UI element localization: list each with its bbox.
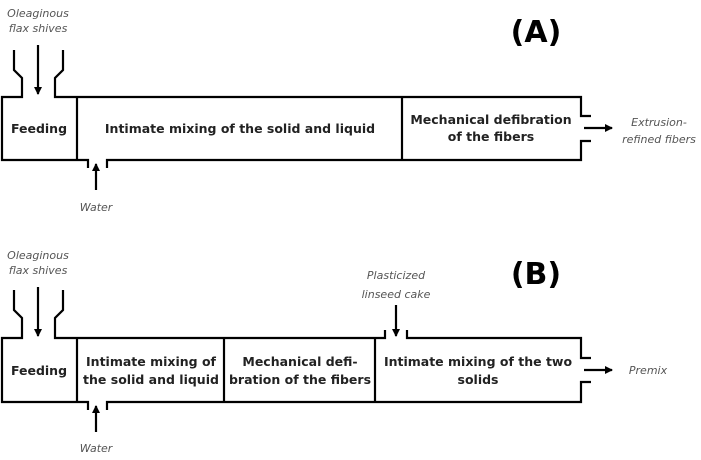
- step-defibration-line1: Mechanical defibration: [410, 112, 571, 127]
- diagram-a: (A) Oleaginous flax shives Water Feeding…: [0, 7, 696, 214]
- hopper-right-wall: [53, 290, 387, 340]
- step-mixing-two-solids-line1: Intimate mixing of the two: [384, 354, 573, 369]
- water-label: Water: [80, 201, 114, 214]
- step-defibration-line2: bration of the fibers: [229, 372, 371, 387]
- step-mixing-two-solids-line2: solids: [458, 372, 499, 387]
- step-feeding: Feeding: [11, 363, 67, 378]
- output-label-line1: Extrusion-: [631, 116, 687, 129]
- diagram-b: (B) Oleaginous flax shives Plasticized l…: [0, 249, 668, 455]
- linseed-cake-label-line2: linseed cake: [362, 288, 431, 301]
- step-intimate-mixing-line1: Intimate mixing of: [86, 354, 217, 369]
- flax-shives-label-line2: flax shives: [9, 22, 68, 35]
- hopper-left-wall: [0, 50, 90, 168]
- step-feeding: Feeding: [11, 121, 67, 136]
- premix-label: Premix: [629, 364, 668, 377]
- extruder-barrel-top-end: [405, 330, 591, 360]
- step-defibration-line2: of the fibers: [448, 129, 534, 144]
- hopper-left-wall: [0, 290, 90, 410]
- hopper-right-wall: [53, 50, 591, 118]
- extruder-barrel-bottom: [105, 380, 591, 410]
- step-intimate-mixing-line2: the solid and liquid: [83, 372, 219, 387]
- step-defibration-line1: Mechanical defi-: [242, 354, 357, 369]
- linseed-cake-label-line1: Plasticized: [367, 269, 426, 282]
- diagram-b-label: (B): [511, 257, 561, 292]
- flax-shives-label-line1: Oleaginous: [7, 7, 69, 20]
- diagram-a-label: (A): [511, 15, 562, 50]
- flax-shives-label-line1: Oleaginous: [7, 249, 69, 262]
- step-intimate-mixing: Intimate mixing of the solid and liquid: [105, 121, 375, 136]
- output-label-line2: refined fibers: [622, 133, 696, 146]
- flax-shives-label-line2: flax shives: [9, 264, 68, 277]
- water-label: Water: [80, 442, 114, 455]
- extruder-barrel-bottom: [105, 139, 591, 168]
